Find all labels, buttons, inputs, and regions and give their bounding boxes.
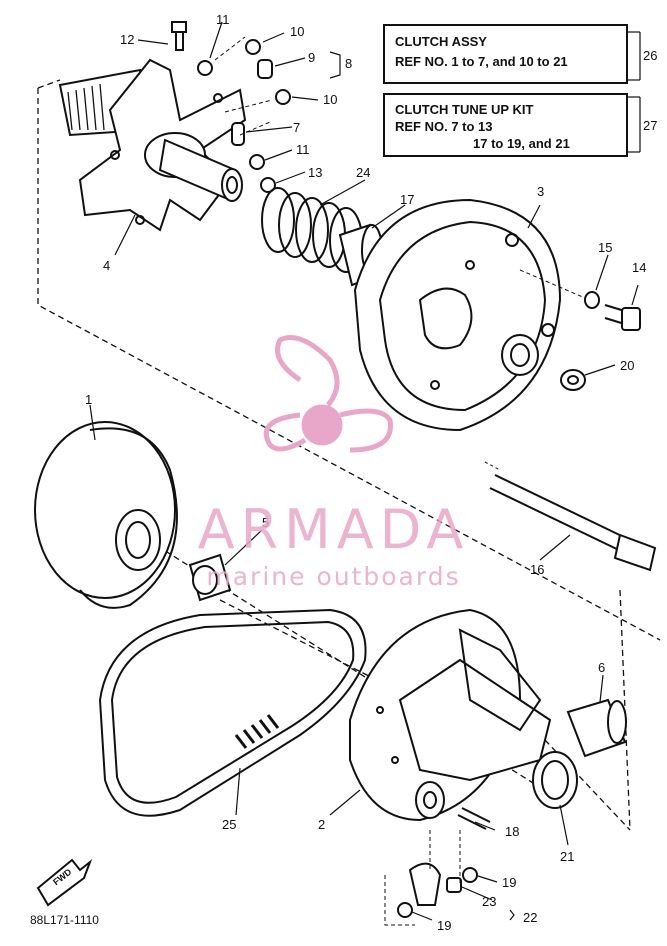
leader-lines <box>89 21 641 921</box>
callout-15: 15 <box>598 240 613 255</box>
callout-11-bottom: 11 <box>296 142 310 157</box>
callout-7: 7 <box>293 120 301 135</box>
callout-25: 25 <box>222 817 237 832</box>
watermark-tagline: marine outboards <box>206 562 461 591</box>
callout-16: 16 <box>530 562 545 577</box>
watermark-brand-name: ARMADA <box>197 498 470 561</box>
part-18-pin <box>457 807 491 830</box>
callout-18: 18 <box>505 824 520 839</box>
callout-10-bottom: 10 <box>323 92 338 107</box>
part-2-fixed-sheave <box>349 608 552 822</box>
callout-23: 23 <box>482 894 497 909</box>
part-24-spring <box>261 187 363 273</box>
callout-13: 13 <box>308 165 323 180</box>
part-16-long-bolt <box>484 461 657 572</box>
part-12-bolt <box>171 21 187 51</box>
callout-20: 20 <box>620 358 635 373</box>
callout-19-bottom: 19 <box>437 918 452 933</box>
fwd-arrow-icon <box>36 858 93 907</box>
callout-6: 6 <box>598 660 606 675</box>
callout-4: 4 <box>103 258 111 273</box>
callout-8: 8 <box>345 56 353 71</box>
callout-27: 27 <box>643 118 658 133</box>
callout-1: 1 <box>85 392 93 407</box>
part-5-weight <box>188 553 232 602</box>
part-6-sleeve <box>566 698 627 758</box>
part-3-cover <box>353 198 562 432</box>
part-4-spider <box>58 58 247 232</box>
tune-up-kit-ref-line1: REF NO. 7 to 13 <box>395 119 493 134</box>
callout-9: 9 <box>308 50 316 65</box>
callout-11-top: 11 <box>216 12 230 27</box>
part-25-belt <box>98 608 367 817</box>
callout-3: 3 <box>537 184 545 199</box>
clutch-assy-ref: REF NO. 1 to 7, and 10 to 21 <box>395 54 568 69</box>
callout-14: 14 <box>632 260 647 275</box>
callout-19-right: 19 <box>502 875 517 890</box>
tune-up-kit-box: CLUTCH TUNE UP KIT REF NO. 7 to 13 17 to… <box>383 93 628 157</box>
diagram-code: 88L171-1110 <box>30 913 99 927</box>
part-21-bearing <box>532 751 578 809</box>
parts-small-hardware <box>197 36 291 193</box>
tune-up-kit-title: CLUTCH TUNE UP KIT <box>395 102 534 117</box>
part-1-sheave <box>34 421 178 609</box>
parts-lever-hardware <box>384 830 478 926</box>
callout-2: 2 <box>318 817 326 832</box>
callout-5: 5 <box>262 515 270 530</box>
parts-cover-hardware <box>519 269 641 391</box>
callout-22: 22 <box>523 910 538 925</box>
clutch-assy-title: CLUTCH ASSY <box>395 34 487 49</box>
clutch-assy-box: CLUTCH ASSY REF NO. 1 to 7, and 10 to 21 <box>383 24 628 84</box>
callout-17: 17 <box>400 192 415 207</box>
callout-24: 24 <box>356 165 371 180</box>
callout-21: 21 <box>560 849 575 864</box>
callout-12: 12 <box>120 32 135 47</box>
tune-up-kit-ref-line2: 17 to 19, and 21 <box>473 136 570 151</box>
callout-10-top: 10 <box>290 24 305 39</box>
callout-26: 26 <box>643 48 658 63</box>
watermark-propeller-icon <box>263 335 393 453</box>
